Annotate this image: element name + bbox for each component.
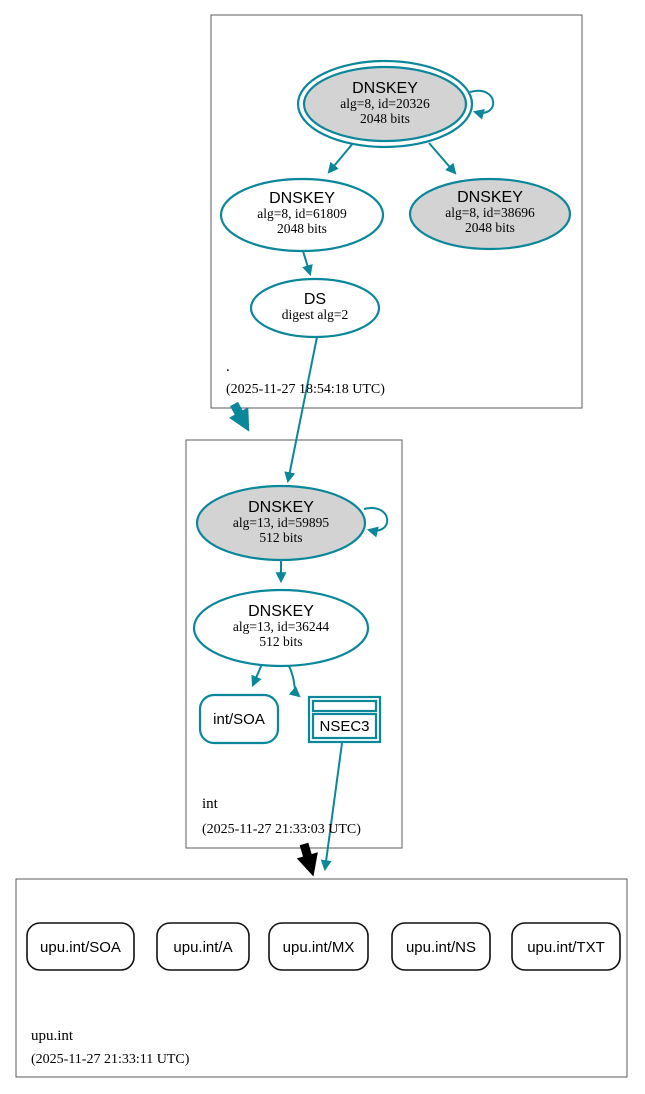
edge-int-zsk-to-soa — [251, 663, 263, 688]
node-upu-soa-rrset[interactable]: upu.int/SOA — [26, 922, 135, 971]
int-zsk-title: DNSKEY — [248, 603, 314, 620]
upu-a-box — [156, 922, 250, 971]
node-int-zsk-dnskey[interactable]: DNSKEY alg=13, id=36244 512 bits — [192, 588, 370, 668]
node-root-dnskey-38696[interactable]: DNSKEY alg=8, id=38696 2048 bits — [408, 177, 572, 251]
int-ksk-ellipse — [195, 484, 367, 562]
int-ksk-bits: 512 bits — [259, 530, 302, 545]
root-ksk-bits: 2048 bits — [360, 111, 410, 126]
edge-int-zsk-to-nsec3 — [287, 663, 301, 698]
root-key2-ellipse — [408, 177, 572, 251]
node-upu-ns-rrset[interactable]: upu.int/NS — [391, 922, 491, 971]
upu-ns-label: upu.int/NS — [406, 939, 476, 956]
upu-ns-box — [391, 922, 491, 971]
int-soa-label: int/SOA — [213, 711, 265, 728]
upu-txt-box — [511, 922, 621, 971]
upu-mx-label: upu.int/MX — [283, 939, 355, 956]
upu-soa-label: upu.int/SOA — [40, 939, 121, 956]
zone-label-root: . — [226, 359, 230, 375]
node-int-ksk-dnskey[interactable]: DNSKEY alg=13, id=59895 512 bits — [195, 484, 367, 562]
ds-ellipse — [249, 277, 381, 339]
node-nsec3[interactable]: NSEC3 — [307, 695, 382, 744]
zone-timestamp-int: (2025-11-27 21:33:03 UTC) — [202, 822, 361, 837]
node-ds[interactable]: DS digest alg=2 — [249, 277, 381, 339]
edge-int-ksk-self-sign — [363, 507, 389, 538]
ds-title: DS — [304, 291, 326, 308]
node-upu-mx-rrset[interactable]: upu.int/MX — [268, 922, 369, 971]
edge-delegation-int-to-upu — [296, 842, 318, 877]
nsec3-label: NSEC3 — [319, 718, 369, 735]
upu-mx-box — [268, 922, 369, 971]
int-ksk-alg: alg=13, id=59895 — [233, 515, 329, 530]
node-upu-txt-rrset[interactable]: upu.int/TXT — [511, 922, 621, 971]
root-ksk-alg: alg=8, id=20326 — [340, 96, 430, 111]
edge-root-ksk-self-sign — [469, 89, 495, 120]
zone-box-upu-int — [15, 878, 628, 1078]
nsec3-main-box — [311, 712, 378, 740]
zone-label-int: int — [202, 796, 219, 812]
edge-root-ksk-to-key2 — [428, 142, 457, 175]
int-ksk-title: DNSKEY — [248, 499, 314, 516]
root-key2-alg: alg=8, id=38696 — [445, 205, 535, 220]
node-upu-a-rrset[interactable]: upu.int/A — [156, 922, 250, 971]
nsec3-top-strip — [311, 699, 378, 713]
root-zsk-bits: 2048 bits — [277, 221, 327, 236]
edge-root-ksk-to-zsk — [327, 141, 355, 174]
int-soa-box — [198, 693, 280, 745]
ds-digest: digest alg=2 — [282, 307, 348, 322]
root-key2-title: DNSKEY — [457, 189, 523, 206]
node-root-zsk-dnskey[interactable]: DNSKEY alg=8, id=61809 2048 bits — [219, 177, 385, 253]
node-root-ksk-dnskey[interactable]: DNSKEY alg=8, id=20326 2048 bits — [296, 59, 474, 149]
node-int-soa-rrset[interactable]: int/SOA — [198, 693, 280, 745]
root-zsk-title: DNSKEY — [269, 190, 335, 207]
root-key2-bits: 2048 bits — [465, 220, 515, 235]
upu-a-label: upu.int/A — [173, 939, 232, 956]
zone-label-upu-int: upu.int — [31, 1028, 74, 1044]
root-zsk-alg: alg=8, id=61809 — [257, 206, 347, 221]
edge-root-zsk-to-ds — [302, 250, 313, 277]
int-zsk-ellipse — [192, 588, 370, 668]
root-zsk-ellipse — [219, 177, 385, 253]
root-ksk-inner-ring — [302, 65, 468, 143]
edge-nsec3-to-upu-zone — [320, 742, 343, 872]
int-zsk-bits: 512 bits — [259, 634, 302, 649]
int-zsk-alg: alg=13, id=36244 — [233, 619, 329, 634]
upu-soa-box — [26, 922, 135, 971]
edge-ds-to-int-ksk — [284, 336, 318, 484]
upu-txt-label: upu.int/TXT — [527, 939, 605, 956]
edge-delegation-root-to-int — [229, 401, 250, 432]
root-ksk-title: DNSKEY — [352, 80, 418, 97]
zone-timestamp-upu-int: (2025-11-27 21:33:11 UTC) — [31, 1052, 190, 1067]
zone-timestamp-root: (2025-11-27 18:54:18 UTC) — [226, 382, 385, 397]
